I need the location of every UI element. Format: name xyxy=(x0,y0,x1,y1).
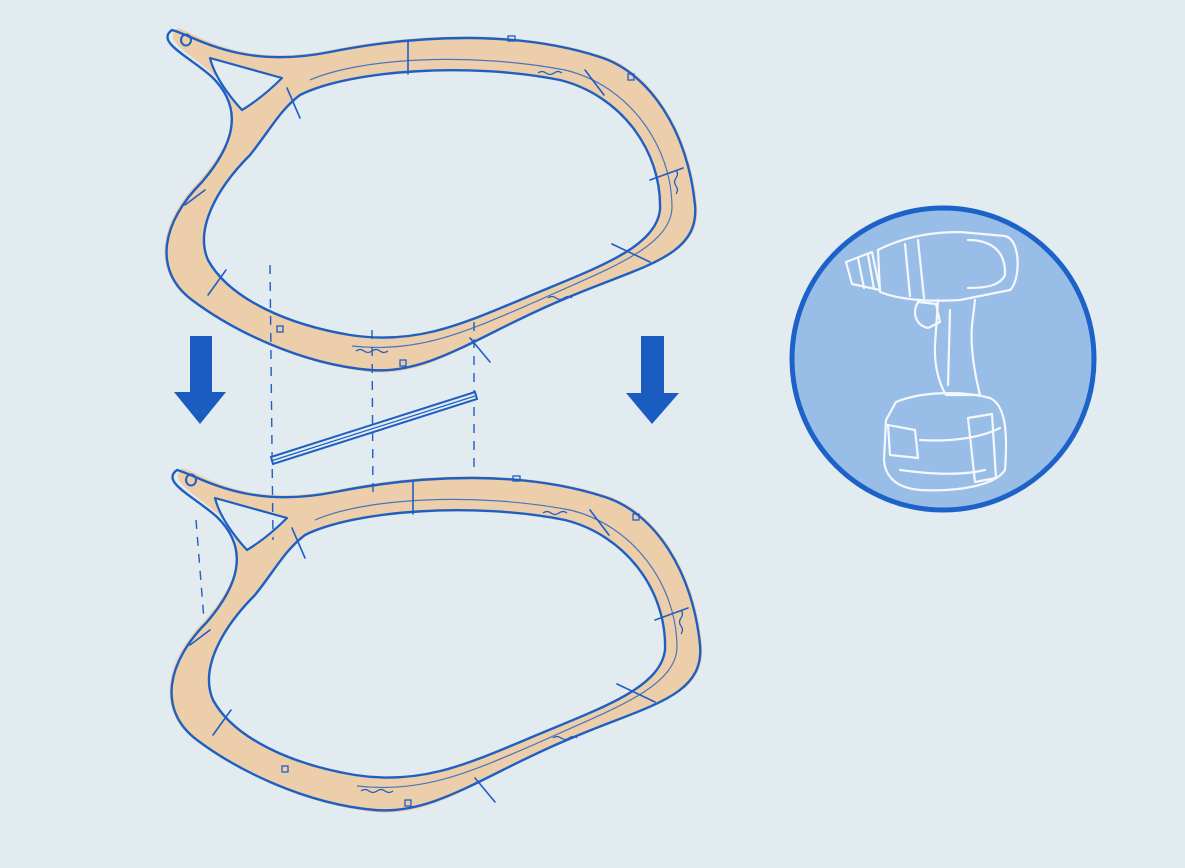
down-arrow-left xyxy=(174,336,226,424)
frame-outline-bottom xyxy=(170,468,703,813)
wood-strip xyxy=(271,392,477,464)
down-arrow-right xyxy=(626,336,679,424)
frame-outline-top xyxy=(165,28,698,373)
drill-icon xyxy=(792,208,1094,510)
